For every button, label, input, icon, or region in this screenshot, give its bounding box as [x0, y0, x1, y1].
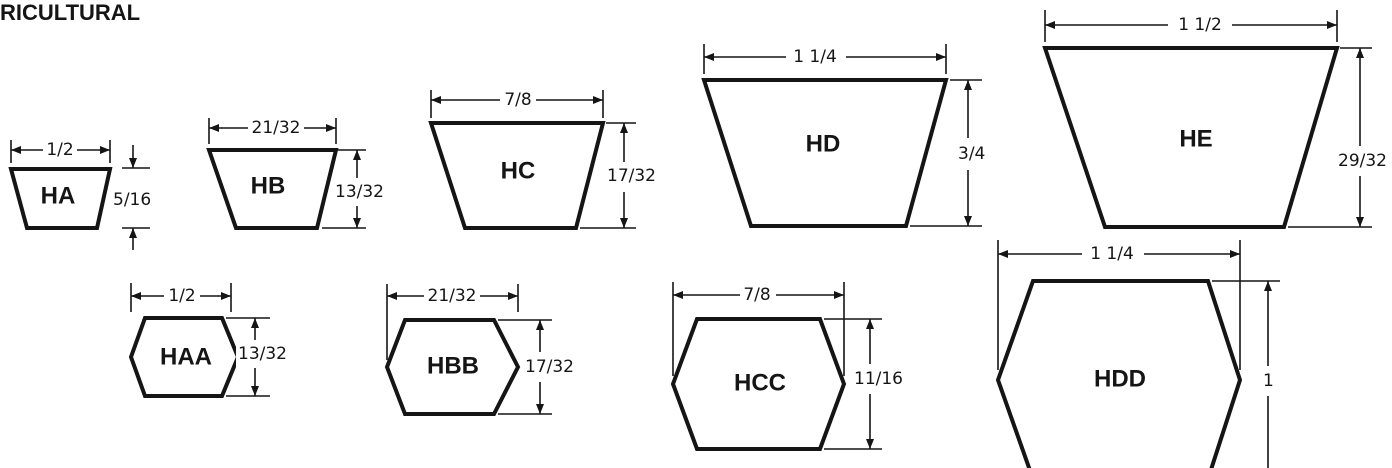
- belt-HBB-label: HBB: [427, 352, 479, 379]
- belt-HC: HC 7/8 17/32: [428, 88, 656, 230]
- belt-HD-label: HD: [806, 130, 841, 157]
- belt-HA: HA 1/2 5/16: [8, 139, 151, 250]
- belt-HD: HD 1 1/4 3/4: [701, 44, 990, 228]
- belt-HC-label: HC: [501, 157, 536, 184]
- belt-HAA-outline: [128, 316, 241, 398]
- belt-HAA-width: 1/2: [168, 286, 195, 306]
- belt-HBB-width: 21/32: [428, 286, 477, 306]
- belt-HB-width: 21/32: [252, 118, 301, 138]
- belt-HC-width: 7/8: [504, 90, 531, 110]
- belt-HE-outline: [1042, 46, 1340, 229]
- belt-HA-height: 5/16: [113, 190, 151, 210]
- belt-HE: HE 1 1/2 29/32: [1042, 10, 1387, 229]
- belt-HA-width: 1/2: [46, 140, 73, 160]
- belt-HA-outline: [8, 167, 113, 230]
- belt-HE-height: 29/32: [1338, 151, 1387, 171]
- belt-HDD-height: 1: [1263, 371, 1274, 391]
- belt-HDD-label: HDD: [1094, 365, 1146, 392]
- belt-HD-outline: [701, 78, 949, 228]
- belt-HA-label: HA: [41, 182, 76, 209]
- belt-HDD: HDD 1 1/4 1: [995, 240, 1282, 468]
- belt-HCC-height: 11/16: [854, 369, 903, 389]
- belt-HBB: HBB 21/32 17/32: [384, 283, 574, 416]
- belt-HB-height: 13/32: [335, 182, 384, 202]
- belt-HBB-outline: [384, 318, 521, 416]
- belt-HCC-width: 7/8: [743, 285, 770, 305]
- belt-HB: HB 21/32 13/32: [206, 116, 386, 230]
- belt-HAA-label: HAA: [160, 343, 212, 370]
- belt-HE-width: 1 1/2: [1178, 15, 1222, 35]
- belt-HD-width: 1 1/4: [793, 47, 837, 67]
- belt-HB-label: HB: [251, 172, 286, 199]
- belt-HE-label: HE: [1179, 125, 1212, 152]
- belt-HDD-outline: [995, 279, 1243, 468]
- belt-HCC: HCC 7/8 11/16: [670, 282, 903, 451]
- belt-HB-outline: [206, 148, 339, 230]
- belt-HAA: HAA 1/2 13/32: [128, 283, 287, 398]
- belt-HCC-label: HCC: [734, 369, 786, 396]
- belt-HC-height: 17/32: [607, 166, 656, 186]
- belt-HBB-height: 17/32: [525, 357, 574, 377]
- heading: RICULTURAL: [0, 0, 140, 25]
- belt-HAA-height: 13/32: [238, 344, 287, 364]
- belt-HD-height: 3/4: [958, 144, 985, 164]
- belt-HDD-width: 1 1/4: [1090, 244, 1134, 264]
- belt-HC-outline: [428, 121, 606, 230]
- belt-HCC-outline: [670, 317, 847, 451]
